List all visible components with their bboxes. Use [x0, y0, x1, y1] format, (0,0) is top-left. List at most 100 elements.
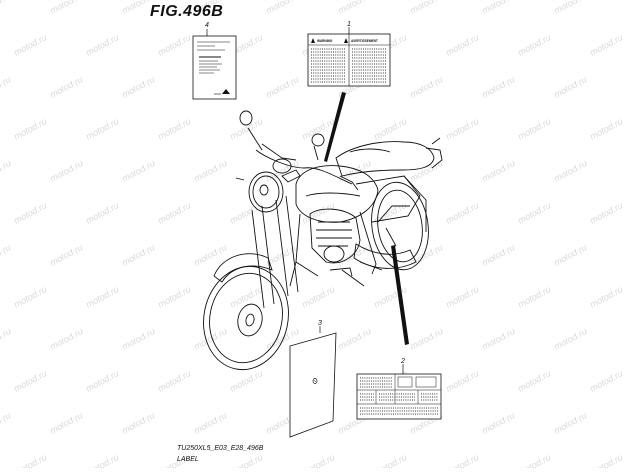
watermark-text: motod.ru — [480, 242, 516, 268]
watermark-text: motod.ru — [120, 410, 156, 436]
watermark-text: motod.ru — [12, 368, 48, 394]
watermark-text: motod.ru — [336, 0, 372, 16]
label-2-info: 2 — [356, 358, 442, 420]
watermark-text: motod.ru — [0, 242, 12, 268]
footer-caption: LABEL — [177, 456, 199, 463]
watermark-text: motod.ru — [156, 200, 192, 226]
callout-4: 4 — [205, 22, 209, 29]
watermark-text: motod.ru — [48, 74, 84, 100]
watermark-text: motod.ru — [12, 32, 48, 58]
label-1-warning: 1 WARNING AVERTISSEMENT — [307, 21, 391, 87]
figure-title: FIG.496B — [150, 3, 224, 20]
watermark-text: motod.ru — [48, 242, 84, 268]
watermark-text: motod.ru — [264, 158, 300, 184]
watermark-text: motod.ru — [516, 200, 552, 226]
watermark-text: motod.ru — [588, 116, 624, 142]
watermark-text: motod.ru — [264, 0, 300, 16]
watermark-text: motod.ru — [552, 74, 588, 100]
watermark-text: motod.ru — [0, 74, 12, 100]
watermark-text: motod.ru — [588, 368, 624, 394]
watermark-text: motod.ru — [372, 452, 408, 468]
watermark-text: motod.ru — [84, 32, 120, 58]
watermark-text: motod.ru — [516, 452, 552, 468]
watermark-text: motod.ru — [516, 116, 552, 142]
watermark-text: motod.ru — [84, 200, 120, 226]
watermark-text: motod.ru — [228, 452, 264, 468]
watermark-text: motod.ru — [12, 116, 48, 142]
watermark-text: motod.ru — [48, 0, 84, 16]
watermark-text: motod.ru — [0, 326, 12, 352]
label-3-sheet: 3 — [289, 320, 337, 438]
leader-line-1 — [324, 92, 346, 162]
watermark-text: motod.ru — [444, 32, 480, 58]
watermark-text: motod.ru — [552, 0, 588, 16]
leader-line-2 — [391, 245, 409, 345]
watermark-text: motod.ru — [120, 242, 156, 268]
watermark-text: motod.ru — [336, 326, 372, 352]
watermark-text: motod.ru — [228, 368, 264, 394]
watermark-text: motod.ru — [228, 200, 264, 226]
watermark-text: motod.ru — [588, 284, 624, 310]
watermark-text: motod.ru — [480, 74, 516, 100]
watermark-text: motod.ru — [408, 0, 444, 16]
footer-model-code: TU250XL5_E03_E28_496B — [177, 445, 264, 452]
watermark-text: motod.ru — [480, 0, 516, 16]
watermark-text: motod.ru — [516, 368, 552, 394]
watermark-text: motod.ru — [84, 284, 120, 310]
watermark-text: motod.ru — [480, 410, 516, 436]
watermark-text: motod.ru — [444, 200, 480, 226]
watermark-text: motod.ru — [444, 284, 480, 310]
watermark-text: motod.ru — [552, 326, 588, 352]
watermark-text: motod.ru — [444, 452, 480, 468]
watermark-text: motod.ru — [408, 74, 444, 100]
watermark-text: motod.ru — [372, 116, 408, 142]
watermark-text: motod.ru — [588, 200, 624, 226]
label-1-fine-print — [311, 48, 387, 83]
watermark-text: motod.ru — [0, 0, 12, 16]
label-2-fine-print — [360, 377, 438, 415]
watermark-text: motod.ru — [0, 410, 12, 436]
watermark-text: motod.ru — [156, 116, 192, 142]
watermark-text: motod.ru — [84, 452, 120, 468]
watermark-text: motod.ru — [480, 158, 516, 184]
watermark-text: motod.ru — [0, 158, 12, 184]
watermark-text: motod.ru — [300, 284, 336, 310]
watermark-text: motod.ru — [588, 32, 624, 58]
watermark-text: motod.ru — [120, 326, 156, 352]
callout-3: 3 — [318, 320, 322, 327]
watermark-text: motod.ru — [336, 158, 372, 184]
watermark-text: motod.ru — [48, 326, 84, 352]
watermark-text: motod.ru — [552, 410, 588, 436]
watermark-text: motod.ru — [408, 326, 444, 352]
watermark-text: motod.ru — [156, 284, 192, 310]
watermark-text: motod.ru — [444, 116, 480, 142]
watermark-text: motod.ru — [156, 32, 192, 58]
watermark-text: motod.ru — [120, 74, 156, 100]
watermark-text: motod.ru — [300, 452, 336, 468]
watermark-text: motod.ru — [264, 74, 300, 100]
callout-1: 1 — [347, 21, 351, 28]
watermark-text: motod.ru — [84, 116, 120, 142]
motorcycle-drawing — [203, 110, 443, 371]
label-1-avertissement-title: AVERTISSEMENT — [351, 39, 378, 43]
watermark-text: motod.ru — [552, 242, 588, 268]
callout-2: 2 — [400, 358, 405, 365]
watermark-text: motod.ru — [156, 368, 192, 394]
watermark-text: motod.ru — [192, 242, 228, 268]
watermark-text: motod.ru — [84, 368, 120, 394]
watermark-text: motod.ru — [12, 284, 48, 310]
watermark-text: motod.ru — [408, 242, 444, 268]
watermark-text: motod.ru — [588, 452, 624, 468]
watermark-text: motod.ru — [228, 116, 264, 142]
watermark-text: motod.ru — [516, 284, 552, 310]
watermark-text: motod.ru — [516, 32, 552, 58]
watermark-text: motod.ru — [552, 158, 588, 184]
watermark-text: motod.ru — [12, 452, 48, 468]
watermark-text: motod.ru — [444, 368, 480, 394]
watermark-text: motod.ru — [48, 158, 84, 184]
watermark-text: motod.ru — [12, 200, 48, 226]
label-4-owners-manual: 4 — [192, 22, 237, 100]
watermark-text: motod.ru — [120, 158, 156, 184]
